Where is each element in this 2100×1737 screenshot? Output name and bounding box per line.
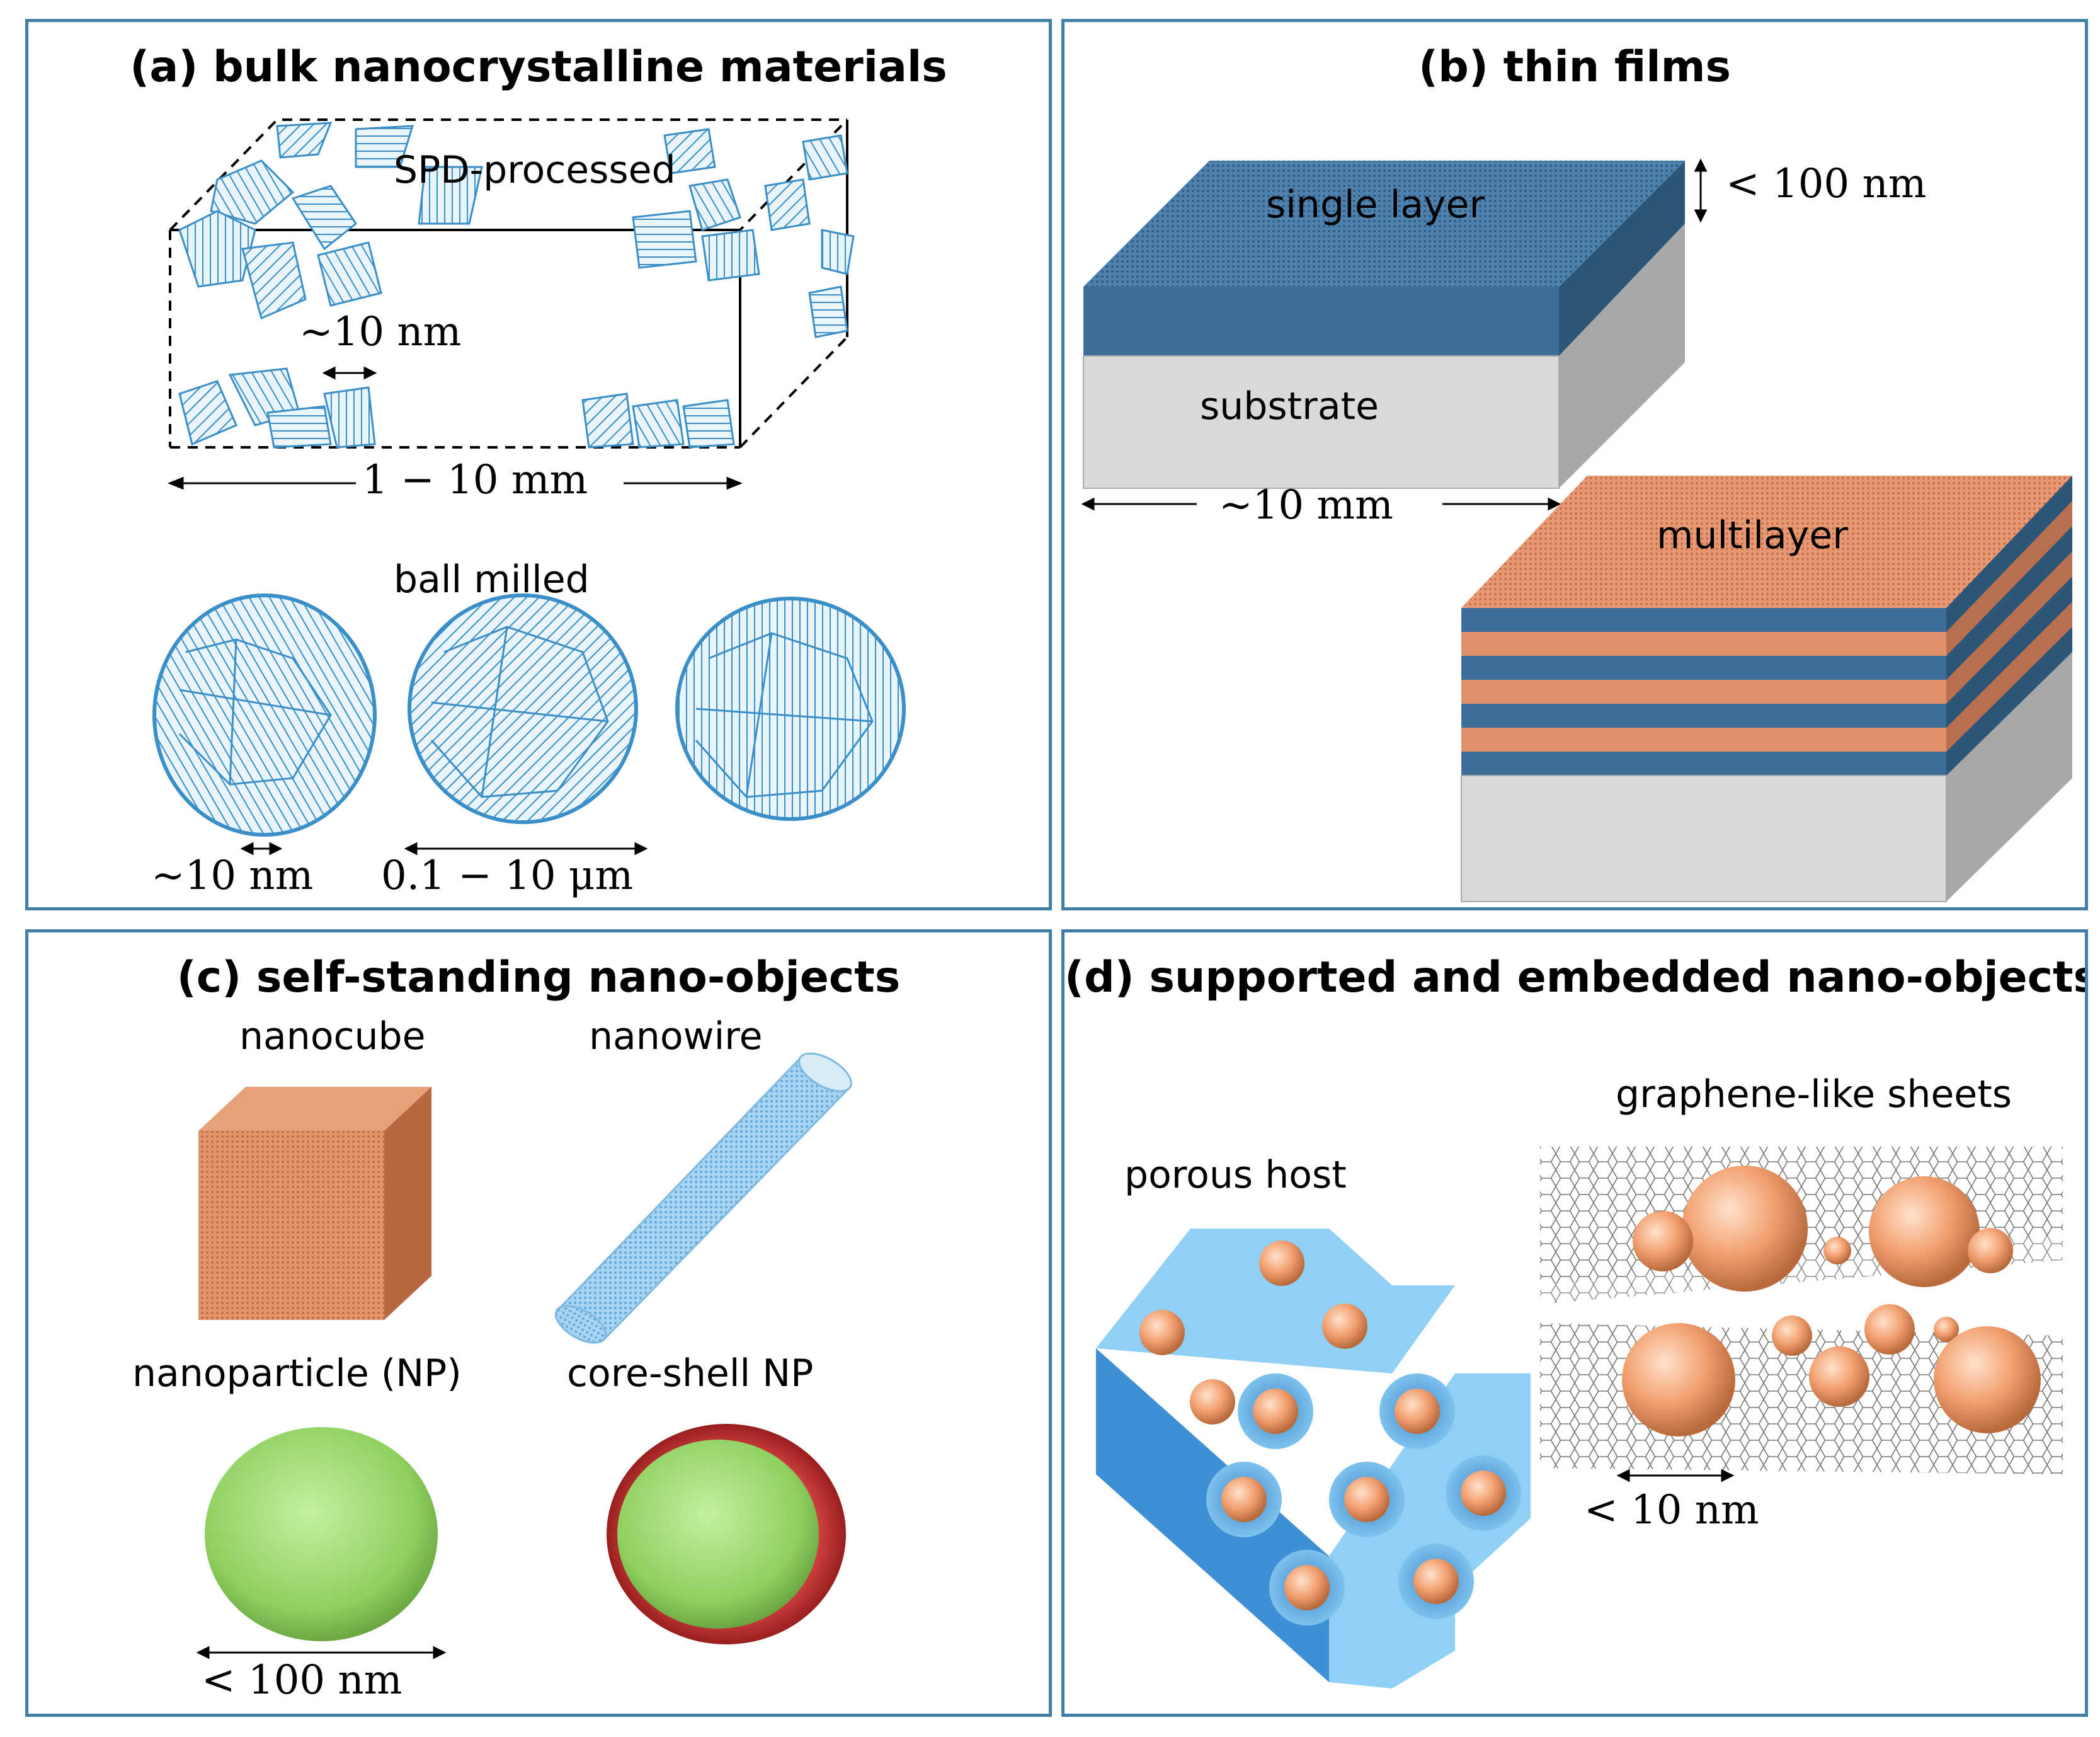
ball-milled-label: ball milled — [394, 558, 590, 602]
np-size-arrow — [196, 1646, 447, 1660]
panel-b-art — [1081, 158, 2072, 902]
ball-particle-1 — [152, 593, 377, 837]
host-particles — [1139, 1241, 1506, 1610]
nanowire-shape — [554, 1052, 852, 1344]
panel-b: (b) thin films single layer < 100 nm sub… — [1061, 19, 2088, 910]
nanowire-label: nanowire — [589, 1014, 763, 1058]
panel-d: (d) supported and embedded nano-objects … — [1061, 929, 2088, 1717]
ball-particle-3 — [675, 597, 906, 821]
nanocube-shape — [198, 1087, 431, 1320]
multilayer-label: multilayer — [1657, 513, 1848, 558]
panel-a-title: (a) bulk nanocrystalline materials — [130, 42, 947, 92]
np-size-label: < 100 nm — [202, 1657, 402, 1704]
width-label: ~10 mm — [1219, 482, 1393, 529]
ball-size-arrow — [404, 842, 648, 856]
graphene-particles — [1622, 1166, 2041, 1436]
graphene-label: graphene-like sheets — [1616, 1072, 2012, 1116]
thickness-label: < 100 nm — [1726, 161, 1927, 207]
spd-grains — [178, 122, 855, 449]
porous-host-label: porous host — [1124, 1153, 1347, 1197]
panel-c-title: (c) self-standing nano-objects — [176, 953, 901, 1002]
panel-c-art — [196, 1052, 852, 1660]
width-arrow — [1081, 497, 1561, 511]
nanoparticle-label: nanoparticle (NP) — [132, 1351, 462, 1396]
ball-size-label: 0.1 − 10 μm — [381, 852, 634, 899]
nanoparticle-shape — [205, 1427, 438, 1641]
single-layer-film — [1083, 161, 1685, 489]
thickness-arrow — [1694, 158, 1708, 223]
single-layer-label: single layer — [1266, 183, 1485, 227]
core-shell-shape — [607, 1424, 846, 1644]
spd-label: SPD-processed — [394, 148, 676, 192]
panel-b-title: (b) thin films — [1418, 42, 1731, 92]
panel-d-title: (d) supported and embedded nano-objects — [1064, 953, 2088, 1002]
panel-d-art — [1096, 1147, 2063, 1688]
substrate-label: substrate — [1200, 384, 1379, 428]
panel-a: (a) bulk nanocrystalline materials SPD-p… — [25, 19, 1052, 910]
core-shell-label: core-shell NP — [567, 1351, 814, 1396]
ball-grain-size-label: ~10 nm — [151, 852, 314, 899]
bulk-size-label: 1 − 10 mm — [362, 457, 588, 503]
nanocube-label: nanocube — [239, 1014, 426, 1058]
porous-host — [1096, 1229, 1531, 1688]
multilayer-film — [1461, 476, 2072, 902]
ball-grain-arrow — [240, 842, 283, 856]
graphene-sheets — [1540, 1147, 2063, 1474]
graphene-size-label: < 10 nm — [1584, 1487, 1759, 1533]
bulk-size-arrow — [167, 476, 743, 490]
ball-milled-particles — [152, 593, 906, 837]
panel-c: (c) self-standing nano-objects nanocube … — [25, 929, 1052, 1717]
grain-size-arrow — [322, 366, 377, 380]
ball-particle-2 — [408, 593, 638, 824]
grain-size-label: ~10 nm — [299, 309, 462, 355]
graphene-size-arrow — [1616, 1469, 1735, 1482]
panel-a-art — [152, 118, 906, 856]
